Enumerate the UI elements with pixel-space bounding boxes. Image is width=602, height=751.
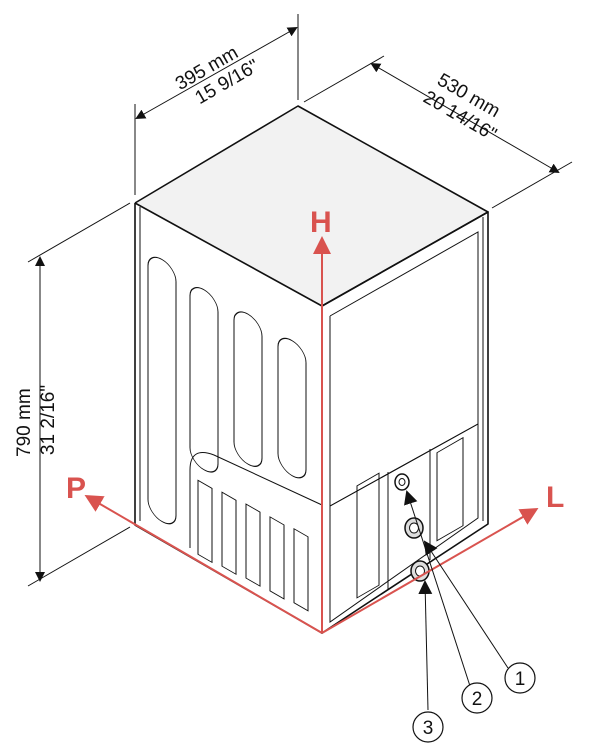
axis-h-label: H — [310, 206, 332, 239]
svg-text:395 mm 15 9/16": 395 mm 15 9/16" — [172, 37, 263, 114]
callout-1-circle — [504, 662, 536, 694]
callout-1-label: 1 — [515, 669, 526, 690]
callout-2-label: 2 — [472, 689, 483, 710]
callout-2-circle — [461, 682, 493, 714]
side-slot-3 — [233, 311, 263, 467]
axis-p-label: P — [66, 472, 86, 505]
side-slot-4 — [277, 337, 307, 479]
service-panel — [329, 423, 479, 623]
grille-recess — [189, 452, 323, 633]
right-face — [321, 211, 489, 634]
axis-l-label: L — [546, 481, 564, 514]
left-grille — [197, 479, 309, 612]
height-in-label: 31 2/16" — [38, 385, 59, 455]
callout-3-label: 3 — [423, 718, 434, 739]
axis-p-line — [84, 494, 323, 634]
side-slot-2 — [189, 287, 219, 473]
right-grille — [356, 436, 464, 599]
axes: H L P — [66, 206, 564, 634]
height-mm-label: 790 mm — [14, 388, 35, 457]
side-slot-1 — [147, 256, 177, 525]
top-face — [135, 106, 488, 306]
svg-text:790 mm 31 2/16": 790 mm 31 2/16" — [14, 383, 59, 457]
callouts: 1 2 3 — [404, 490, 536, 743]
dimension-lines — [27, 14, 573, 587]
axis-l-line — [321, 507, 539, 634]
connection-ports — [394, 473, 430, 582]
cabinet — [134, 105, 489, 634]
svg-text:530 mm 20 14/16": 530 mm 20 14/16" — [420, 68, 511, 146]
callout-3-circle — [412, 711, 444, 743]
side-slots — [147, 256, 323, 633]
